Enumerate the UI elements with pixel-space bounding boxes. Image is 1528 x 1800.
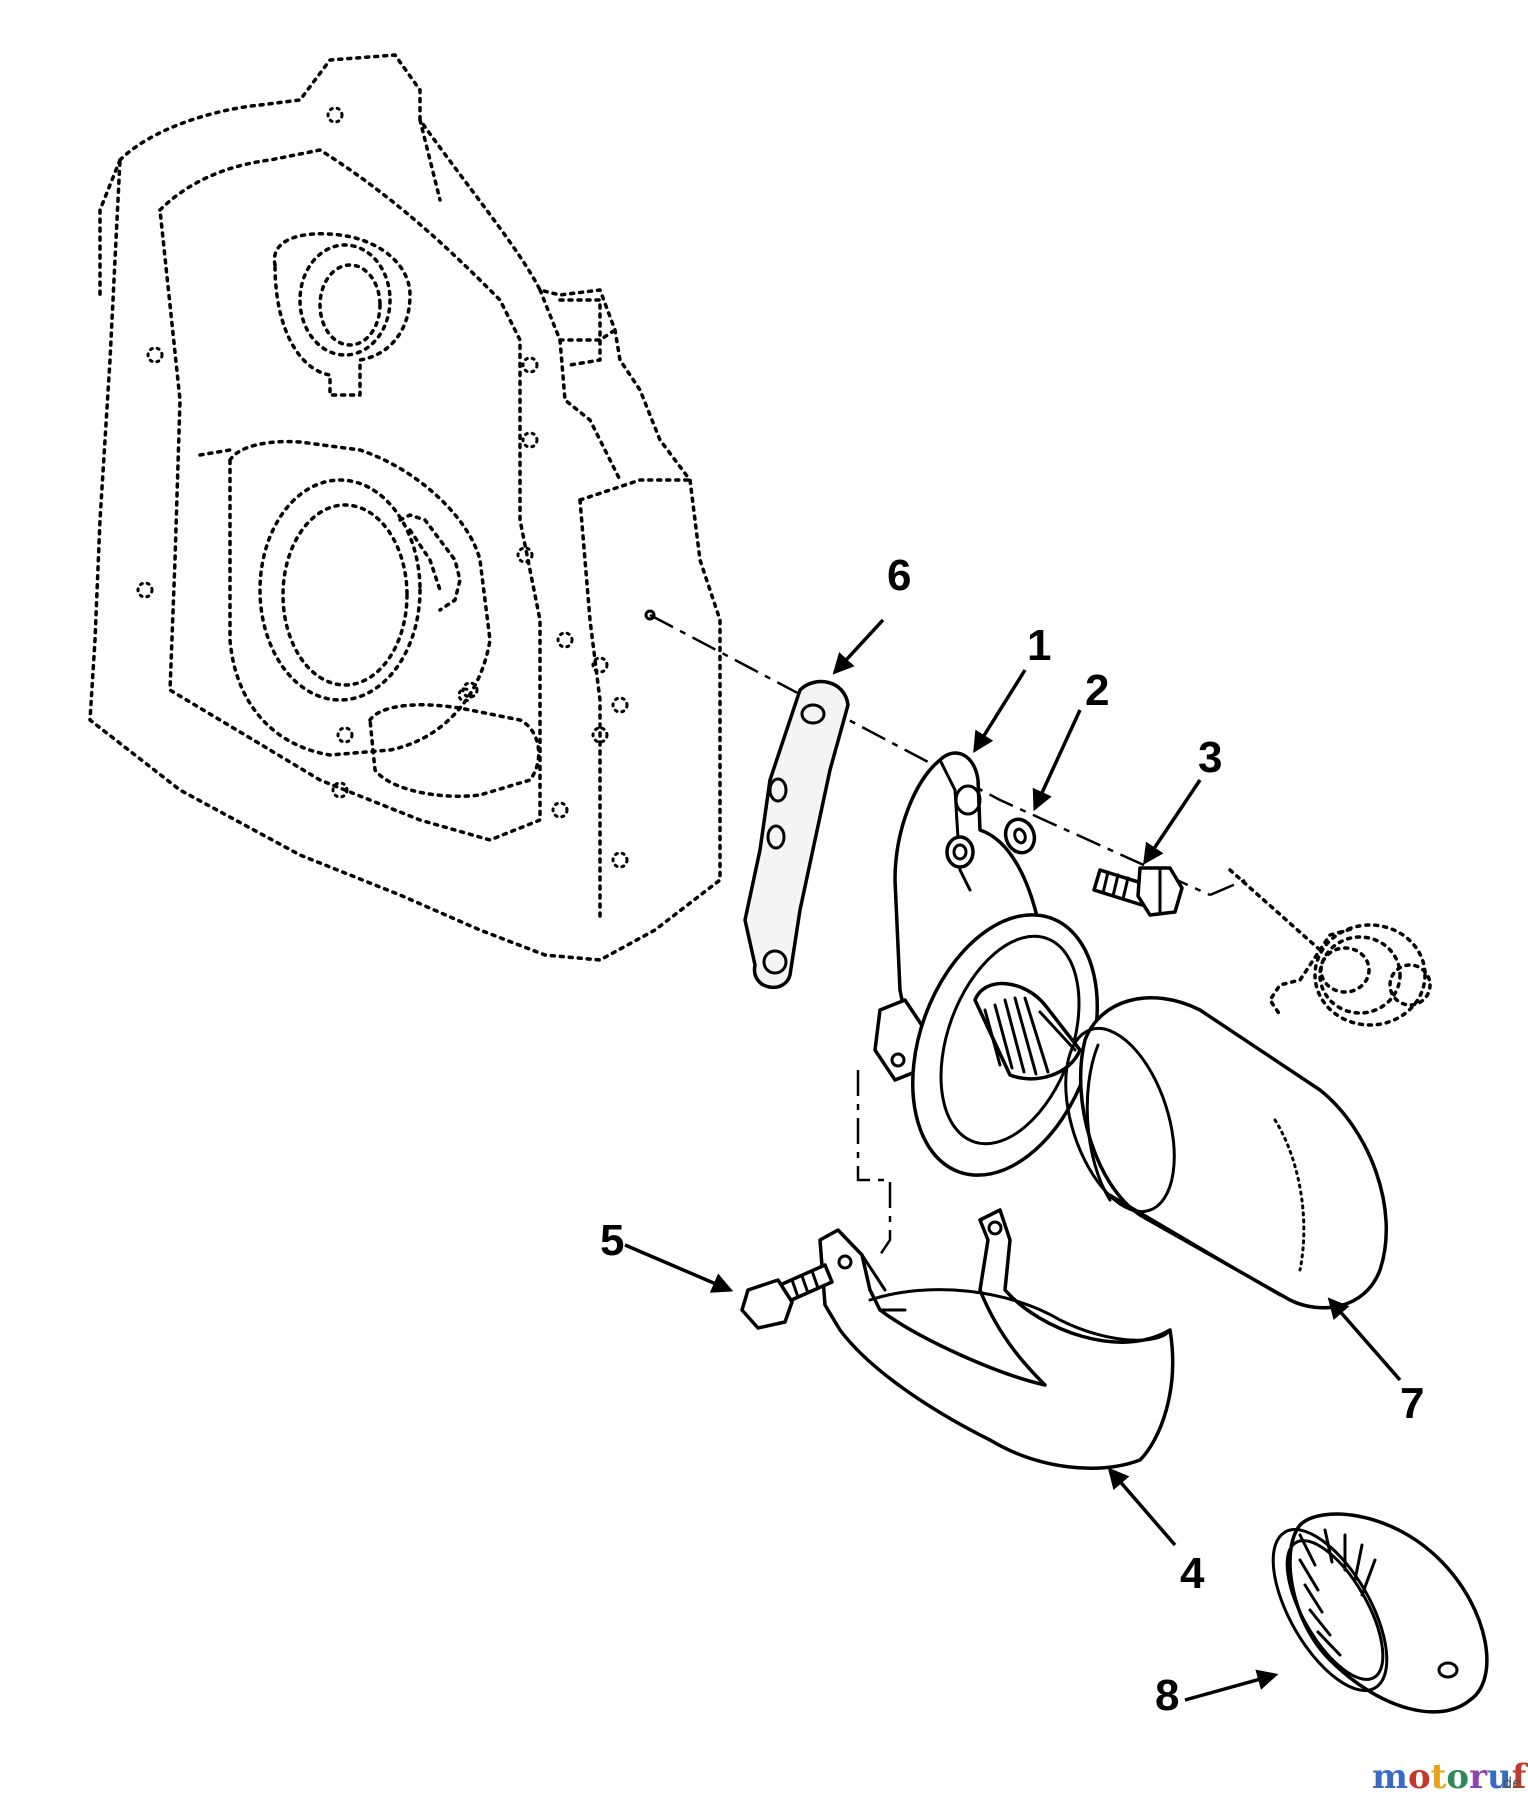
watermark-letter: o [1446, 1757, 1469, 1797]
callout-3: 3 [1198, 733, 1222, 782]
watermark-letter: f [1512, 1757, 1528, 1797]
leader-2 [1032, 709, 1082, 812]
engine-housing-phantom [88, 53, 722, 962]
watermark-letter: r [1469, 1757, 1488, 1797]
callout-leaders [624, 618, 1402, 1702]
filter-shield [818, 1208, 1175, 1470]
callout-1: 1 [1027, 621, 1051, 670]
leader-8 [1184, 1669, 1279, 1702]
watermark-logo: motoruf .de [1372, 1757, 1528, 1797]
filter-element [1271, 1512, 1489, 1714]
watermark-suffix: .de [1498, 1774, 1522, 1792]
callout-7: 7 [1400, 1379, 1424, 1428]
leader-5 [624, 1243, 734, 1293]
callout-2: 2 [1085, 666, 1109, 715]
watermark-letter: m [1372, 1757, 1408, 1797]
leader-6 [832, 618, 885, 675]
watermark-letter: t [1431, 1757, 1447, 1797]
leader-7 [1327, 1297, 1402, 1382]
watermark-letter: u [1487, 1757, 1512, 1797]
leader-4 [1107, 1467, 1177, 1547]
oil-filter [1064, 996, 1388, 1310]
leader-1 [973, 669, 1027, 753]
oil-pressure-sender-phantom [1209, 868, 1432, 1027]
cap-screw [1092, 866, 1184, 917]
watermark-letter: o [1408, 1757, 1431, 1797]
callout-8: 8 [1155, 1671, 1179, 1720]
lock-washer [1003, 817, 1037, 855]
shield-cap-screw [740, 1263, 834, 1330]
filter-adapter-bracket [873, 751, 1100, 1177]
callout-6: 6 [887, 551, 911, 600]
leader-3 [1143, 779, 1202, 865]
callout-5: 5 [600, 1216, 624, 1265]
gasket [743, 679, 850, 990]
callout-4: 4 [1180, 1549, 1205, 1598]
housing-bolt-hole [644, 609, 656, 621]
shield-alignment-line [856, 1070, 892, 1256]
assembly-center-line [649, 613, 1211, 897]
watermark-wordmark: motoruf [1372, 1757, 1528, 1797]
